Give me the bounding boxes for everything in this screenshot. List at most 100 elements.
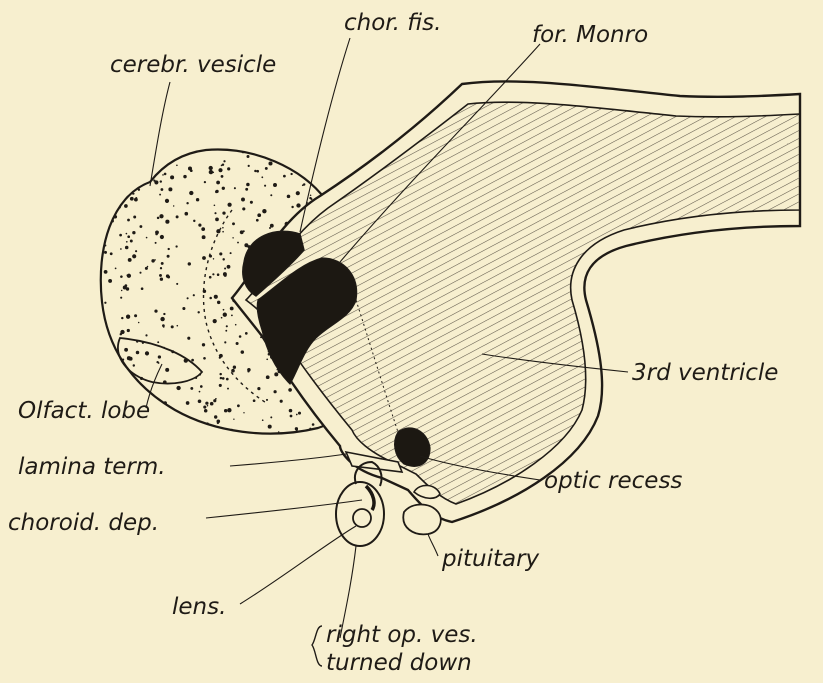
stipple-dot bbox=[245, 332, 248, 335]
stipple-dot bbox=[297, 163, 299, 165]
stipple-dot bbox=[159, 274, 162, 277]
stipple-dot bbox=[245, 188, 248, 191]
stipple-dot bbox=[165, 220, 169, 224]
stipple-dot bbox=[288, 388, 292, 392]
stipple-dot bbox=[242, 207, 245, 210]
stipple-dot bbox=[99, 365, 102, 368]
stipple-dot bbox=[151, 259, 154, 262]
stipple-dot bbox=[221, 165, 223, 167]
stipple-dot bbox=[209, 166, 213, 170]
stipple-dot bbox=[200, 385, 203, 388]
stipple-dot bbox=[250, 201, 253, 204]
stipple-dot bbox=[103, 388, 105, 390]
stipple-dot bbox=[268, 425, 272, 429]
label-cerebral-vesicle: cerebr. vesicle bbox=[110, 52, 276, 78]
stipple-dot bbox=[202, 235, 206, 239]
stipple-dot bbox=[124, 204, 128, 208]
leader-pituitary bbox=[428, 534, 438, 556]
stipple-dot bbox=[100, 377, 104, 381]
stipple-dot bbox=[223, 313, 227, 317]
stipple-dot bbox=[312, 423, 315, 426]
stipple-dot bbox=[129, 179, 131, 181]
stipple-dot bbox=[219, 252, 222, 255]
stipple-dot bbox=[163, 313, 165, 315]
stipple-dot bbox=[296, 203, 300, 207]
stipple-dot bbox=[166, 274, 169, 277]
leader-lamina-term bbox=[230, 454, 346, 466]
stipple-dot bbox=[123, 163, 127, 167]
stipple-dot bbox=[243, 412, 244, 413]
lens bbox=[353, 509, 371, 527]
stipple-dot bbox=[126, 274, 127, 275]
stipple-dot bbox=[287, 195, 291, 199]
stipple-dot bbox=[226, 378, 229, 381]
stipple-dot bbox=[119, 166, 123, 170]
stipple-dot bbox=[212, 273, 214, 275]
stipple-dot bbox=[222, 227, 224, 229]
stipple-dot bbox=[215, 218, 219, 222]
stipple-dot bbox=[232, 222, 235, 225]
stipple-dot bbox=[236, 342, 239, 345]
stipple-dot bbox=[217, 301, 220, 304]
stipple-dot bbox=[160, 235, 164, 239]
stipple-dot bbox=[217, 422, 219, 424]
stipple-dot bbox=[224, 267, 226, 269]
label-lamina-terminalis: lamina term. bbox=[18, 454, 166, 480]
stipple-dot bbox=[262, 419, 264, 421]
stipple-dot bbox=[128, 258, 132, 262]
stipple-dot bbox=[222, 231, 224, 233]
stipple-dot bbox=[190, 387, 193, 390]
stipple-dot bbox=[176, 386, 180, 390]
stipple-dot bbox=[175, 245, 177, 247]
stipple-dot bbox=[125, 191, 127, 193]
stipple-dot bbox=[130, 240, 133, 243]
stipple-dot bbox=[97, 204, 100, 207]
stipple-dot bbox=[102, 433, 104, 435]
stipple-dot bbox=[160, 278, 163, 281]
stipple-dot bbox=[97, 430, 100, 433]
stipple-dot bbox=[214, 415, 217, 418]
stipple-dot bbox=[332, 173, 334, 175]
stipple-dot bbox=[270, 194, 272, 196]
label-pituitary: pituitary bbox=[441, 546, 540, 572]
stipple-dot bbox=[261, 176, 263, 178]
label-optic-recess: optic recess bbox=[544, 468, 682, 494]
stipple-dot bbox=[296, 414, 298, 416]
stipple-dot bbox=[214, 295, 218, 299]
stipple-dot bbox=[232, 237, 233, 238]
stipple-dot bbox=[213, 319, 217, 323]
stipple-dot bbox=[264, 185, 266, 187]
stipple-dot bbox=[118, 192, 121, 195]
stipple-dot bbox=[104, 207, 106, 209]
stipple-dot bbox=[134, 314, 137, 317]
stipple-dot bbox=[142, 166, 144, 168]
stipple-dot bbox=[296, 429, 298, 431]
stipple-dot bbox=[120, 333, 122, 335]
stipple-dot bbox=[291, 164, 294, 167]
stipple-dot bbox=[139, 145, 143, 149]
stipple-dot bbox=[136, 351, 140, 355]
stipple-dot bbox=[239, 335, 242, 338]
stipple-dot bbox=[101, 376, 102, 377]
stipple-dot bbox=[127, 235, 130, 238]
stipple-dot bbox=[201, 227, 205, 231]
stipple-dot bbox=[243, 230, 245, 232]
stipple-dot bbox=[266, 399, 268, 401]
stipple-dot bbox=[133, 216, 136, 219]
stipple-dot bbox=[154, 180, 158, 184]
stipple-dot bbox=[270, 416, 272, 418]
stipple-dot bbox=[130, 197, 134, 201]
stipple-dot bbox=[160, 317, 164, 321]
stipple-dot bbox=[241, 350, 244, 353]
stipple-dot bbox=[98, 326, 100, 328]
label-right-optic-vesicle-1: right op. ves. bbox=[326, 622, 478, 648]
stipple-dot bbox=[340, 145, 342, 147]
stipple-dot bbox=[120, 275, 123, 278]
stipple-dot bbox=[222, 258, 224, 260]
stipple-dot bbox=[274, 150, 278, 154]
stipple-dot bbox=[112, 153, 116, 157]
stipple-dot bbox=[296, 191, 300, 195]
stipple-dot bbox=[212, 434, 214, 436]
stipple-dot bbox=[165, 368, 169, 372]
